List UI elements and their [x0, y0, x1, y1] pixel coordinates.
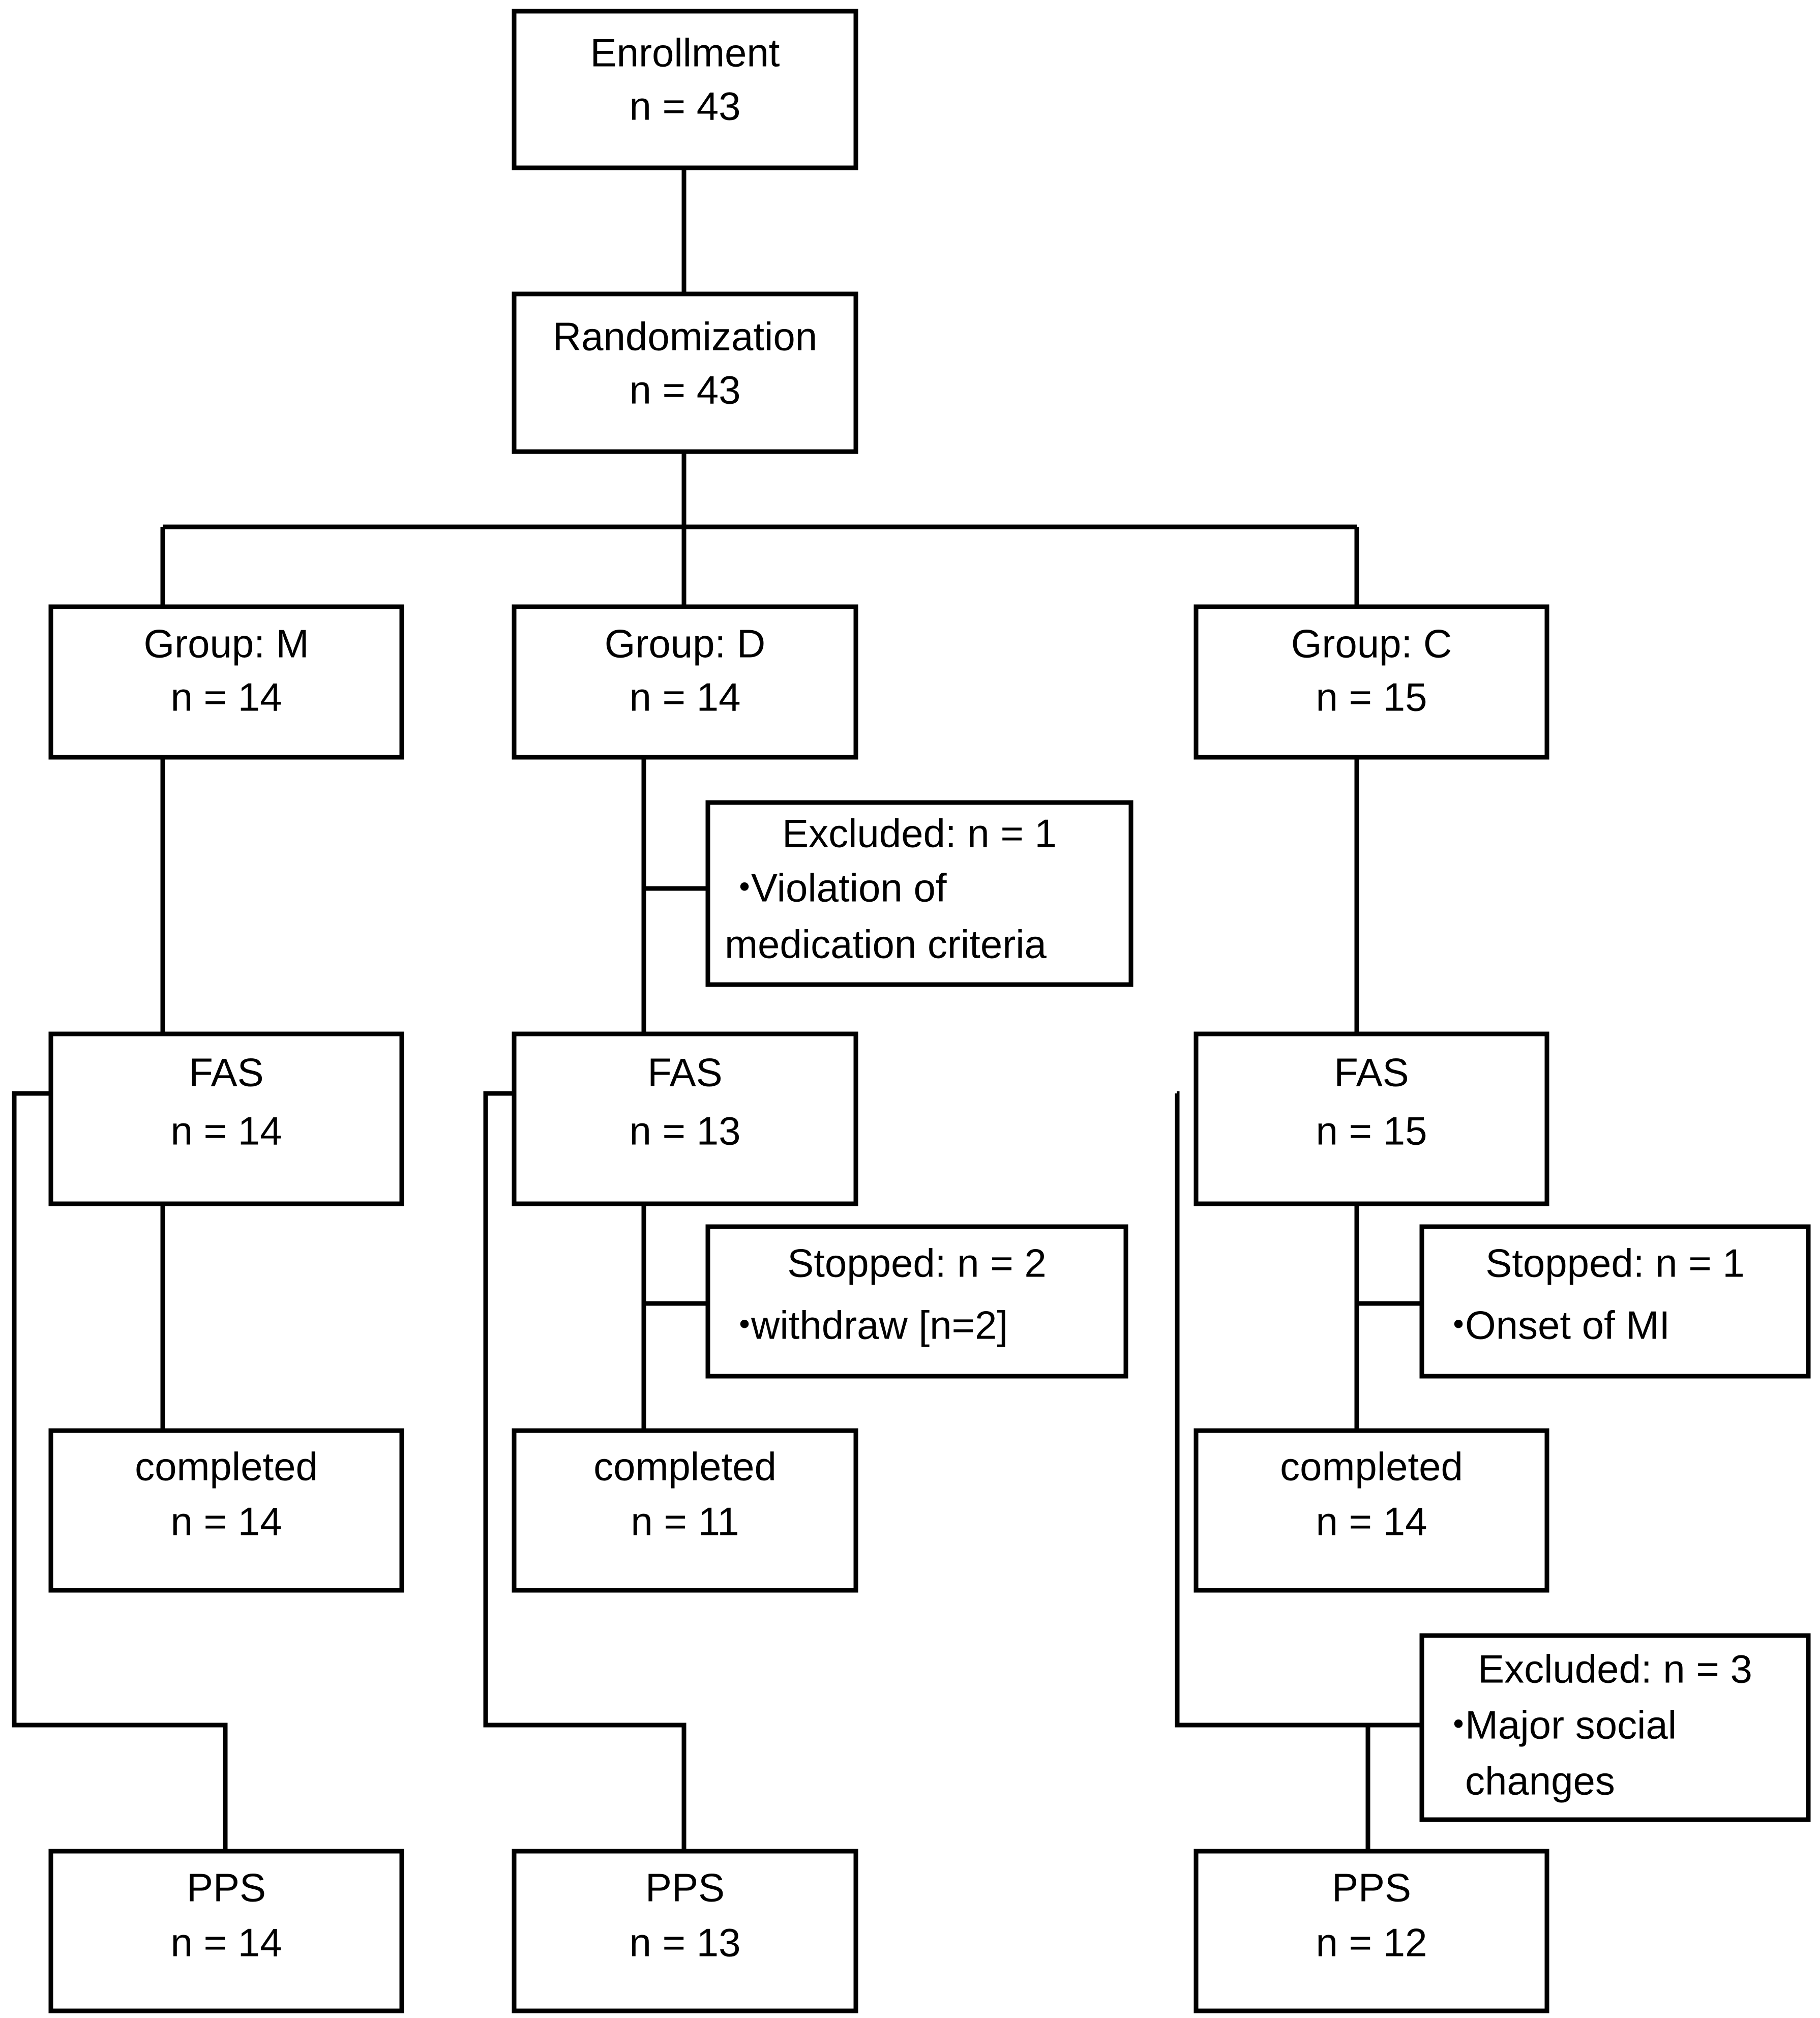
edge-fas-d-bypass-to-pps-d: [483, 1091, 687, 1851]
node-group-d: Group: D n = 14: [512, 604, 858, 760]
node-completed-c: completed n = 14: [1194, 1428, 1549, 1593]
excluded-d-reason-line1: Violation of: [751, 866, 947, 910]
node-pps-m: PPS n = 14: [48, 1849, 404, 2013]
stopped-d-bullet-icon: ・: [725, 1303, 764, 1348]
completed-m-count: n = 14: [170, 1499, 282, 1544]
node-fas-d: FAS n = 13: [512, 1031, 858, 1206]
node-fas-m: FAS n = 14: [48, 1031, 404, 1206]
fas-c-count: n = 15: [1316, 1109, 1427, 1153]
completed-m-title: completed: [135, 1444, 318, 1489]
group-d-title: Group: D: [605, 621, 765, 666]
pps-m-count: n = 14: [170, 1920, 282, 1965]
node-excluded-d: Excluded: n = 1 ・ Violation of medicatio…: [705, 800, 1133, 987]
node-group-c: Group: C n = 15: [1194, 604, 1549, 760]
stopped-d-reason: withdraw [n=2]: [751, 1303, 1008, 1348]
pps-c-title: PPS: [1332, 1865, 1411, 1910]
excluded-c-title: Excluded: n = 3: [1478, 1647, 1752, 1691]
group-m-count: n = 14: [170, 675, 282, 720]
excluded-d-bullet-icon: ・: [725, 866, 764, 910]
node-stopped-d: Stopped: n = 2 ・ withdraw [n=2]: [705, 1224, 1128, 1379]
node-pps-c: PPS n = 12: [1194, 1849, 1549, 2013]
enrollment-title: Enrollment: [590, 31, 780, 75]
group-m-title: Group: M: [143, 621, 309, 666]
pps-c-count: n = 12: [1316, 1920, 1427, 1965]
group-c-title: Group: C: [1291, 621, 1452, 666]
enrollment-count: n = 43: [629, 84, 740, 129]
group-d-count: n = 14: [629, 675, 740, 720]
excluded-d-reason-line2: medication criteria: [725, 922, 1047, 967]
completed-c-title: completed: [1280, 1444, 1463, 1489]
completed-d-title: completed: [593, 1444, 777, 1489]
excluded-c-reason-line1: Major social: [1465, 1703, 1677, 1747]
node-stopped-c: Stopped: n = 1 ・ Onset of MI: [1419, 1224, 1811, 1379]
randomization-count: n = 43: [629, 368, 740, 412]
node-pps-d: PPS n = 13: [512, 1849, 858, 2013]
stopped-c-reason: Onset of MI: [1465, 1303, 1670, 1348]
node-completed-d: completed n = 11: [512, 1428, 858, 1593]
randomization-title: Randomization: [553, 314, 817, 359]
excluded-d-title: Excluded: n = 1: [782, 811, 1057, 856]
completed-c-count: n = 14: [1316, 1499, 1427, 1544]
edge-fas-m-bypass-to-pps-m: [12, 1091, 228, 1851]
excluded-c-bullet-icon: ・: [1439, 1703, 1478, 1747]
pps-d-title: PPS: [645, 1865, 725, 1910]
fas-d-count: n = 13: [629, 1109, 740, 1153]
stopped-c-title: Stopped: n = 1: [1485, 1241, 1745, 1286]
node-excluded-c: Excluded: n = 3 ・ Major social changes: [1419, 1633, 1811, 1822]
pps-m-title: PPS: [187, 1865, 266, 1910]
node-group-m: Group: M n = 14: [48, 604, 404, 760]
group-c-count: n = 15: [1316, 675, 1427, 720]
edge-fas-c-bypass-to-pps-c: [1175, 1091, 1370, 1851]
node-completed-m: completed n = 14: [48, 1428, 404, 1593]
fas-d-title: FAS: [647, 1050, 722, 1095]
fas-c-title: FAS: [1334, 1050, 1409, 1095]
node-fas-c: FAS n = 15: [1194, 1031, 1549, 1206]
node-enrollment: Enrollment n = 43: [512, 9, 858, 170]
completed-d-count: n = 11: [631, 1499, 739, 1544]
node-randomization: Randomization n = 43: [512, 291, 858, 454]
connectors: [12, 168, 1422, 1851]
fas-m-count: n = 14: [170, 1109, 282, 1153]
excluded-c-reason-line2: changes: [1465, 1759, 1615, 1803]
stopped-d-title: Stopped: n = 2: [787, 1241, 1047, 1286]
stopped-c-bullet-icon: ・: [1439, 1303, 1478, 1348]
pps-d-count: n = 13: [629, 1920, 740, 1965]
fas-m-title: FAS: [189, 1050, 263, 1095]
